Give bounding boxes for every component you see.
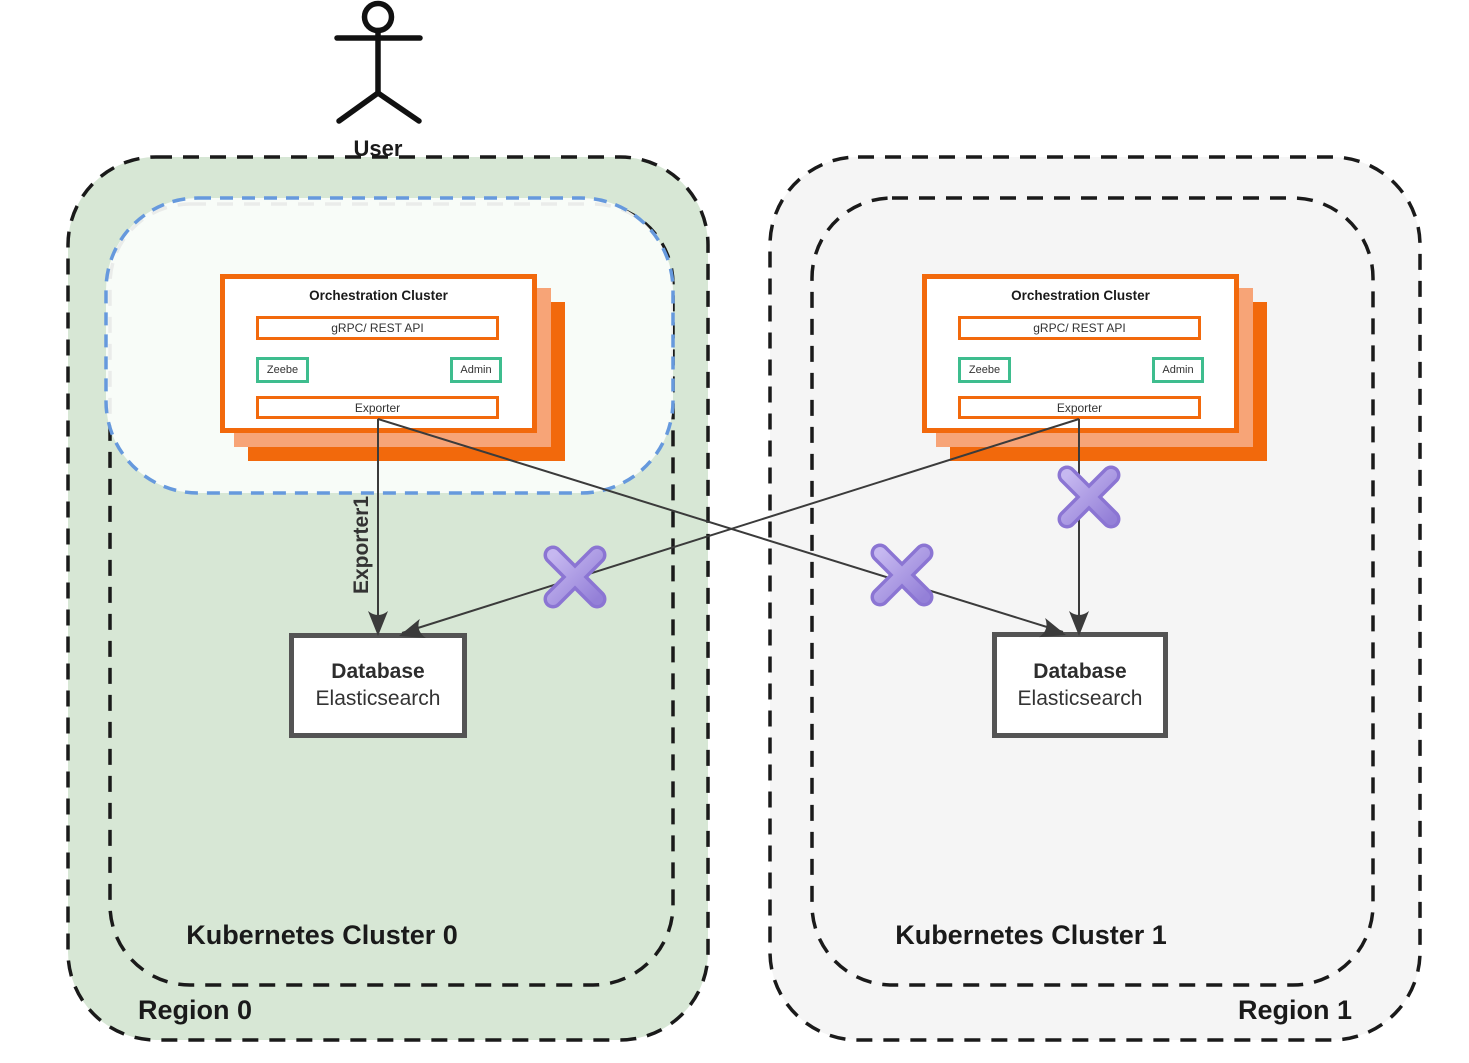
admin-1: Admin [1152, 357, 1204, 383]
zeebe-0: Zeebe [256, 357, 309, 383]
exporter-0: Exporter [256, 396, 499, 419]
database-0: Database Elasticsearch [289, 633, 467, 738]
arrowhead-db0-diagonal [395, 618, 426, 646]
blocked-cross-icon-top [1067, 475, 1111, 519]
orchestration-cluster-0-title: Orchestration Cluster [309, 288, 448, 303]
exporter-1: Exporter [958, 396, 1201, 419]
zeebe-1: Zeebe [958, 357, 1011, 383]
region-0-label: Region 0 [138, 995, 253, 1025]
edge-exporter0-to-db1 [377, 418, 1064, 633]
database-0-subtitle: Elasticsearch [315, 687, 441, 710]
database-1: Database Elasticsearch [992, 632, 1168, 738]
orchestration-cluster-1: Orchestration Cluster gRPC/ REST API Zee… [922, 274, 1267, 461]
grpc-rest-api-0: gRPC/ REST API [256, 316, 499, 340]
grpc-rest-api-1: gRPC/ REST API [958, 316, 1201, 340]
database-1-title: Database [1033, 659, 1127, 683]
exporter1-edge-label: Exporter1 [350, 495, 373, 595]
admin-0: Admin [450, 357, 502, 383]
orchestration-cluster-1-title: Orchestration Cluster [1011, 288, 1150, 303]
orchestration-cluster-1-card: Orchestration Cluster gRPC/ REST API Zee… [922, 274, 1239, 433]
kubernetes-cluster-0-label: Kubernetes Cluster 0 [186, 920, 458, 950]
blocked-cross-icon-right [880, 553, 924, 597]
blocked-cross-icon-left [553, 555, 597, 599]
region-1-label: Region 1 [1237, 995, 1352, 1025]
arrowhead-db1-diagonal [1039, 617, 1069, 645]
database-0-title: Database [331, 660, 425, 683]
database-1-subtitle: Elasticsearch [1017, 686, 1143, 710]
kubernetes-cluster-1-label: Kubernetes Cluster 1 [895, 920, 1167, 950]
kubernetes-cluster-1-boundary [810, 196, 1375, 987]
edge-exporter1-to-db0 [401, 418, 1080, 634]
